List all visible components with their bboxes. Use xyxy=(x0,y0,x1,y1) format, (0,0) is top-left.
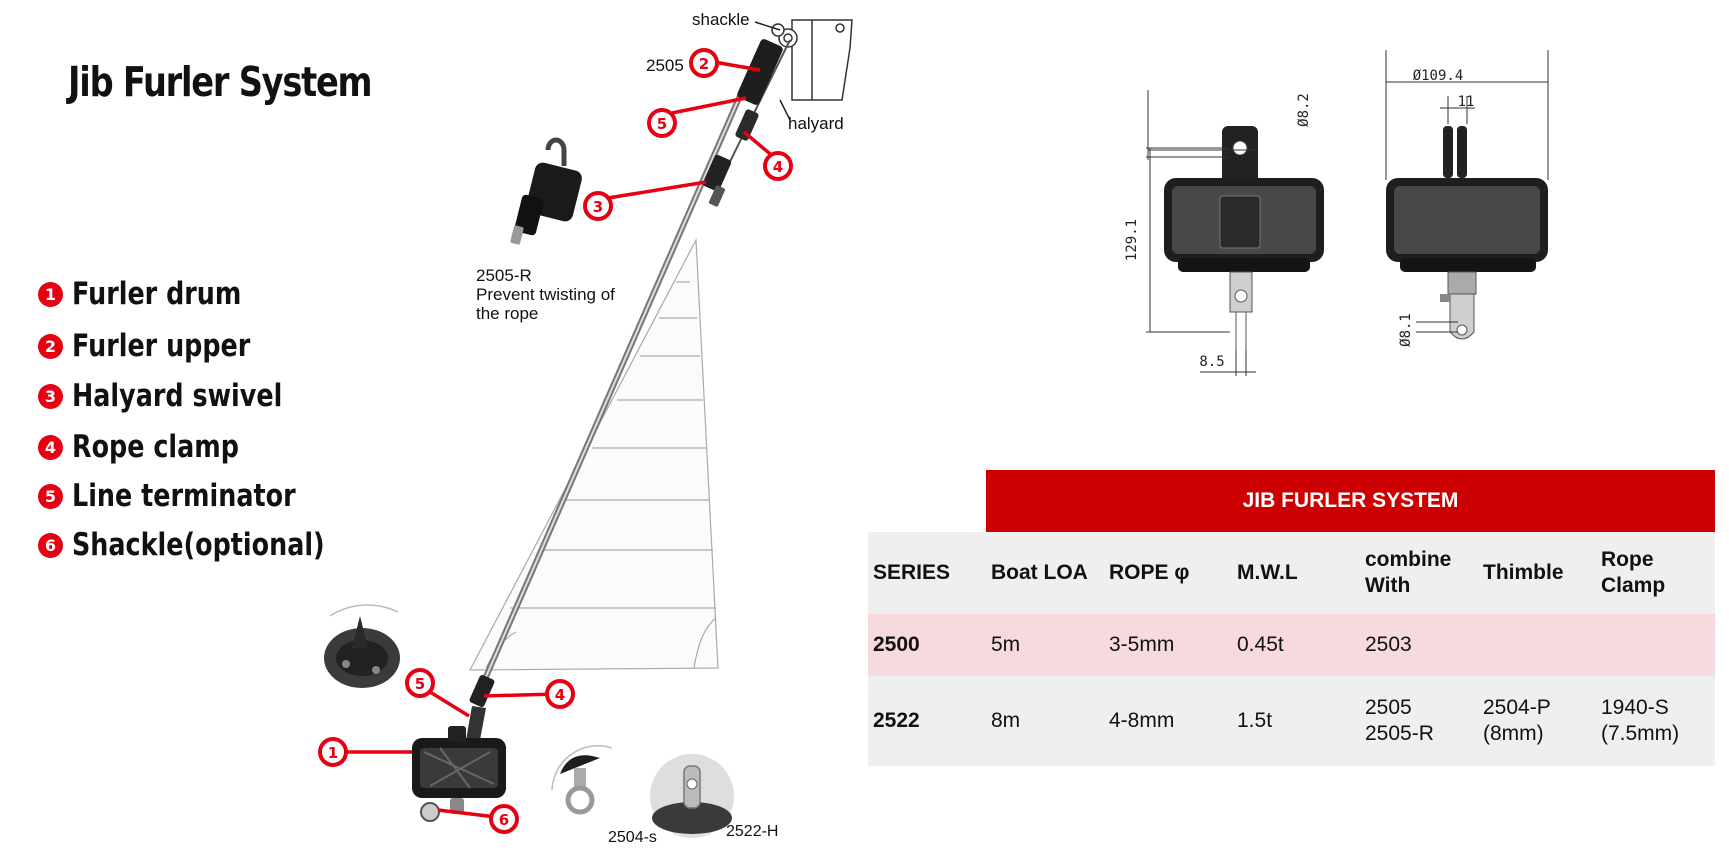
column-header-rope-clamp: Rope Clamp xyxy=(1596,532,1715,614)
legend-label: Halyard swivel xyxy=(72,378,283,414)
legend-number-badge: 2 xyxy=(38,333,63,359)
legend-number-badge: 3 xyxy=(38,383,63,409)
cell-rope: 4-8mm xyxy=(1104,676,1232,766)
part-2522h-photo xyxy=(650,754,734,838)
dim-width-11: 11 xyxy=(1458,94,1475,110)
table-row: 2500 5m 3-5mm 0.45t 2503 xyxy=(868,614,1715,676)
legend-item-rope-clamp: 4 Rope clamp xyxy=(38,429,276,465)
part-2504s-photo xyxy=(551,745,613,815)
text-leader-lines xyxy=(754,21,791,121)
halyard-swivel xyxy=(702,154,732,207)
cell-boat-loa: 8m xyxy=(986,676,1104,766)
marker-5-top: 5 xyxy=(647,108,677,138)
legend-item-halyard-swivel: 3 Halyard swivel xyxy=(38,378,328,414)
dim-diameter-109: Ø109.4 xyxy=(1413,68,1464,84)
marker-5-bottom: 5 xyxy=(405,668,435,698)
legend-item-shackle: 6 Shackle(optional) xyxy=(38,527,380,563)
legend-number-badge: 5 xyxy=(38,483,63,509)
furler-assembly-diagram: 2 5 4 3 5 4 1 6 xyxy=(318,19,853,838)
legend-item-furler-upper: 2 Furler upper xyxy=(38,328,289,364)
legend-item-line-terminator: 5 Line terminator xyxy=(38,478,345,514)
svg-text:4: 4 xyxy=(555,686,565,704)
cell-rope-clamp: 1940-S (7.5mm) xyxy=(1596,676,1715,766)
svg-text:5: 5 xyxy=(415,675,425,693)
dim-diameter-8-1: Ø8.1 xyxy=(1398,313,1414,347)
cell-series: 2522 xyxy=(868,676,986,766)
tack-fitting-photo xyxy=(324,604,400,688)
cell-rope-clamp xyxy=(1596,614,1715,676)
column-header-thimble: Thimble xyxy=(1478,532,1596,614)
cell-mwl: 0.45t xyxy=(1232,614,1360,676)
spec-table-blank-cell xyxy=(868,470,986,532)
marker-4-top: 4 xyxy=(763,151,793,181)
svg-text:6: 6 xyxy=(499,811,509,829)
callout-part-2522h: 2522-H xyxy=(726,823,779,840)
callout-2505r-desc-line2: the rope xyxy=(476,304,539,323)
callout-2505r-desc-line1: Prevent twisting of xyxy=(476,285,615,304)
callout-part-2505r: 2505-R xyxy=(476,266,532,285)
sail-illustration xyxy=(469,237,719,671)
spec-table-title-row: JIB FURLER SYSTEM xyxy=(868,470,1715,532)
dimension-lines xyxy=(1146,50,1549,376)
cell-rope: 3-5mm xyxy=(1104,614,1232,676)
legend-item-furler-drum: 1 Furler drum xyxy=(38,276,279,312)
cell-combine-with: 2503 xyxy=(1360,614,1478,676)
legend-number-badge: 4 xyxy=(38,434,63,460)
marker-1: 1 xyxy=(318,737,348,767)
drum-front-view xyxy=(1164,126,1324,350)
cell-boat-loa: 5m xyxy=(986,614,1104,676)
legend-number-badge: 6 xyxy=(38,532,63,558)
legend-label: Furler upper xyxy=(72,328,251,364)
page-title: Jib Furler System xyxy=(68,58,373,106)
cell-series: 2500 xyxy=(868,614,986,676)
column-header-boat-loa: Boat LOA xyxy=(986,532,1104,614)
cell-thimble: 2504-P (8mm) xyxy=(1478,676,1596,766)
legend-label: Rope clamp xyxy=(72,429,239,465)
spec-table-header-row: SERIES Boat LOA ROPE φ M.W.L combine Wit… xyxy=(868,532,1715,614)
callout-halyard: halyard xyxy=(788,114,844,133)
callout-part-2505: 2505 xyxy=(646,56,684,75)
furler-drum xyxy=(412,726,506,822)
callout-shackle: shackle xyxy=(692,10,750,29)
column-header-mwl: M.W.L xyxy=(1232,532,1360,614)
forestay-foil xyxy=(475,48,763,697)
dim-height-129: 129.1 xyxy=(1124,219,1140,261)
dim-diameter-8-2: Ø8.2 xyxy=(1296,93,1312,127)
masthead-bracket xyxy=(771,19,853,101)
callout-leader-lines xyxy=(345,60,777,820)
marker-3: 3 xyxy=(583,191,613,221)
table-row: 2522 8m 4-8mm 1.5t 2505 2505-R 2504-P (8… xyxy=(868,676,1715,766)
cell-thimble xyxy=(1478,614,1596,676)
svg-text:2: 2 xyxy=(699,55,709,73)
marker-2: 2 xyxy=(689,48,719,78)
callout-part-2504s: 2504-s xyxy=(608,829,657,846)
spec-table-title: JIB FURLER SYSTEM xyxy=(986,470,1715,532)
drum-side-view xyxy=(1386,126,1548,340)
marker-6: 6 xyxy=(489,804,519,834)
furler-upper xyxy=(735,39,783,141)
cell-mwl: 1.5t xyxy=(1232,676,1360,766)
spec-table: JIB FURLER SYSTEM SERIES Boat LOA ROPE φ… xyxy=(868,470,1715,766)
lower-line-terminator xyxy=(466,675,495,740)
legend-label: Furler drum xyxy=(72,276,242,312)
marker-4-bottom: 4 xyxy=(545,679,575,709)
column-header-rope: ROPE φ xyxy=(1104,532,1232,614)
dim-width-8-5: 8.5 xyxy=(1199,354,1224,370)
part-2505r-photo xyxy=(510,137,582,245)
column-header-series: SERIES xyxy=(868,532,986,614)
svg-text:3: 3 xyxy=(593,198,603,216)
callout-markers: 2 5 4 3 5 4 1 6 xyxy=(318,48,793,834)
svg-text:5: 5 xyxy=(657,115,667,133)
column-header-combine-with: combine With xyxy=(1360,532,1478,614)
svg-text:1: 1 xyxy=(328,744,338,762)
cell-combine-with: 2505 2505-R xyxy=(1360,676,1478,766)
legend-number-badge: 1 xyxy=(38,281,63,307)
legend-label: Shackle(optional) xyxy=(72,527,325,563)
legend-label: Line terminator xyxy=(72,478,296,514)
svg-text:4: 4 xyxy=(773,158,783,176)
